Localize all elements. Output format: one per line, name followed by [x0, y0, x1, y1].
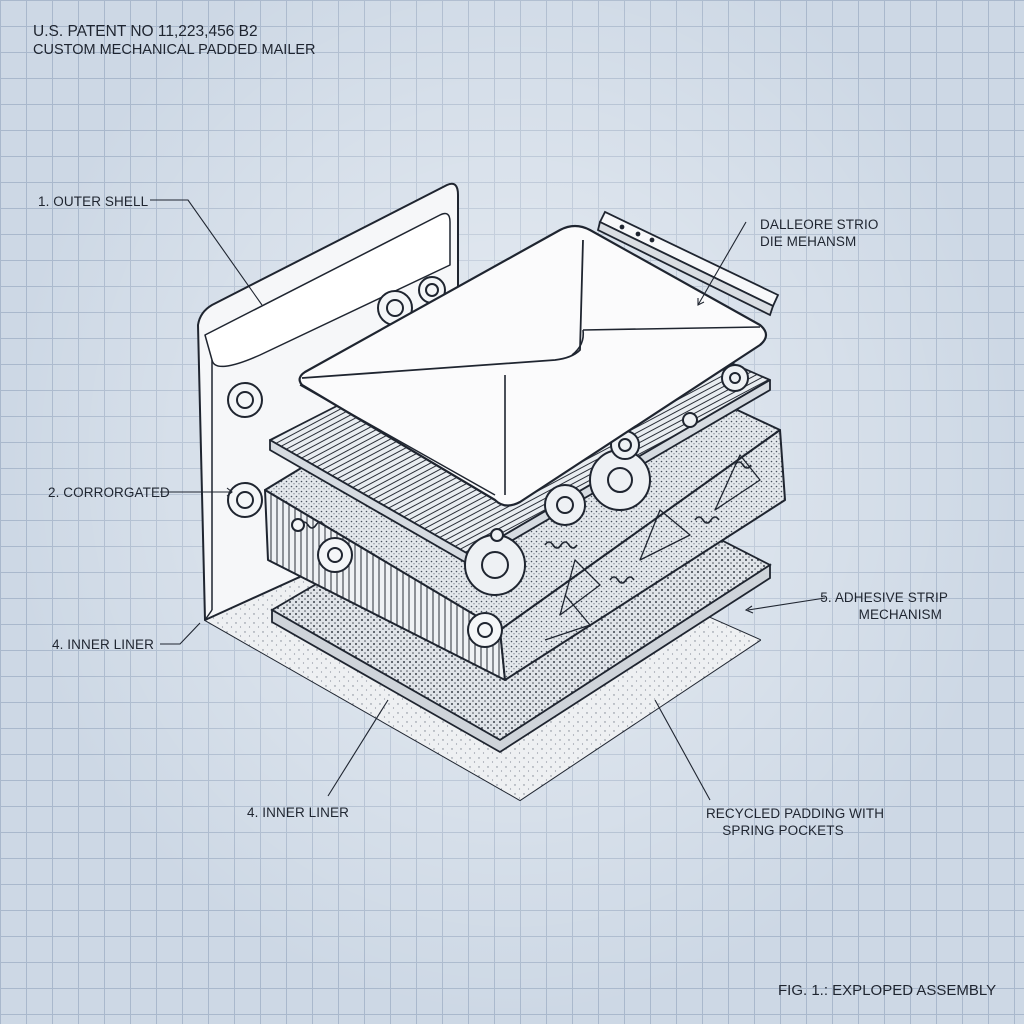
patent-title: CUSTOM MECHANICAL PADDED MAILER [33, 42, 316, 58]
leader-lines [150, 199, 826, 801]
gear-mechanism-icon [464, 364, 749, 596]
callout-top-strip-line2: DIE MEHANSM [760, 234, 857, 249]
patent-number: U.S. PATENT NO 11,223,456 B2 [33, 23, 258, 40]
callout-adhesive-strip: 5. ADHESIVE STRIP MECHANISM [790, 589, 948, 623]
adhesive-strip [596, 210, 780, 317]
callout-corrugated: 2. CORRORGATED [48, 485, 170, 500]
callout-recycled-padding: RECYCLED PADDING WITH SPRING POCKETS [700, 805, 890, 839]
callout-adhesive-strip-line2: MECHANISM [858, 607, 942, 622]
callout-inner-liner-bottom: 4. INNER LINER [247, 805, 349, 820]
callout-top-strip: DALLEORE STRIO DIE MEHANSM [760, 216, 878, 250]
envelope [298, 224, 768, 507]
callout-top-strip-line1: DALLEORE STRIO [760, 217, 879, 232]
callout-inner-liner-left: 4. INNER LINER [52, 637, 154, 652]
callout-padding-line1: RECYCLED PADDING WITH [705, 806, 885, 821]
shell-gear-icon [227, 276, 446, 518]
figure-caption: FIG. 1.: EXPLOPED ASSEMBLY [778, 982, 997, 999]
callout-outer-shell: 1. OUTER SHELL [38, 194, 149, 209]
callout-adhesive-strip-line1: 5. ADHESIVE STRIP [820, 590, 948, 605]
callout-padding-line2: SPRING POCKETS [722, 823, 844, 838]
bolt-icon [291, 518, 503, 648]
